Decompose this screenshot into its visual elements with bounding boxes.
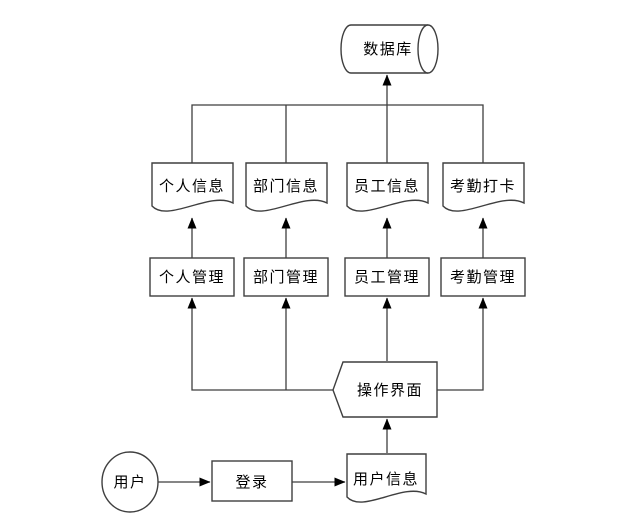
operation-ui-node: 操作界面 <box>332 361 438 418</box>
user-info-node: 用户信息 <box>346 453 427 503</box>
personal-mgmt-node: 个人管理 <box>149 257 235 297</box>
login-node: 登录 <box>211 460 293 502</box>
database-label: 数据库 <box>363 41 413 58</box>
process-shape <box>243 257 329 297</box>
personal-info-label: 个人信息 <box>159 178 225 195</box>
document-shape <box>442 162 525 212</box>
user-info-label: 用户信息 <box>353 471 419 488</box>
department-mgmt-label: 部门管理 <box>253 269 319 286</box>
process-shape <box>440 257 526 297</box>
attendance-punch-label: 考勤打卡 <box>450 178 516 195</box>
edge-operationui-personalmgmt <box>187 297 333 391</box>
attendance-mgmt-node: 考勤管理 <box>440 257 526 297</box>
process-shape <box>149 257 235 297</box>
user-node: 用户 <box>101 451 159 513</box>
cylinder-end-ellipse <box>417 24 439 74</box>
edge-operationui-attendancemgmt <box>437 297 488 391</box>
department-mgmt-node: 部门管理 <box>243 257 329 297</box>
personal-info-node: 个人信息 <box>151 162 234 212</box>
employee-mgmt-label: 员工管理 <box>354 269 420 286</box>
employee-info-label: 员工信息 <box>354 178 420 195</box>
department-info-node: 部门信息 <box>245 162 328 212</box>
circle-shape <box>101 451 159 513</box>
database-node: 数据库 <box>340 24 439 74</box>
document-shape <box>245 162 328 212</box>
edge-docs-bus <box>191 104 484 163</box>
display-pentagon-shape <box>332 361 438 418</box>
document-shape <box>151 162 234 212</box>
document-shape <box>346 453 427 503</box>
operation-ui-label: 操作界面 <box>357 382 423 399</box>
document-shape <box>346 162 429 212</box>
edge-layer <box>158 74 488 487</box>
login-label: 登录 <box>235 474 268 491</box>
personal-mgmt-label: 个人管理 <box>159 269 225 286</box>
process-shape <box>211 460 293 502</box>
user-label: 用户 <box>113 474 146 491</box>
attendance-punch-node: 考勤打卡 <box>442 162 525 212</box>
cylinder-shape <box>340 24 428 74</box>
employee-mgmt-node: 员工管理 <box>344 257 430 297</box>
process-shape <box>344 257 430 297</box>
department-info-label: 部门信息 <box>253 178 319 195</box>
attendance-mgmt-label: 考勤管理 <box>450 269 516 286</box>
employee-info-node: 员工信息 <box>346 162 429 212</box>
